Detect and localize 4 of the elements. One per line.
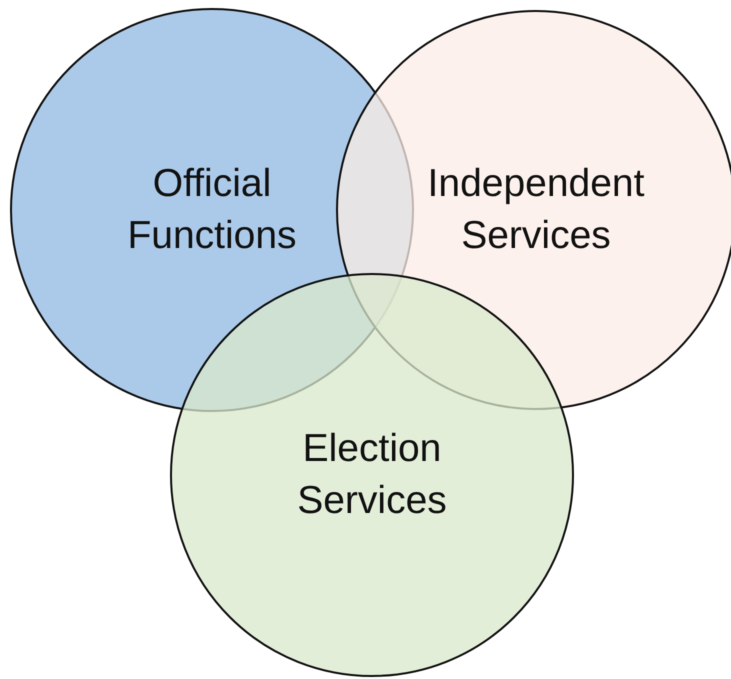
circle-label: Election Services [296, 426, 448, 524]
venn-circle [170, 273, 574, 677]
circle-label: Independent Services [426, 161, 646, 259]
circle-label: Official Functions [126, 161, 298, 259]
